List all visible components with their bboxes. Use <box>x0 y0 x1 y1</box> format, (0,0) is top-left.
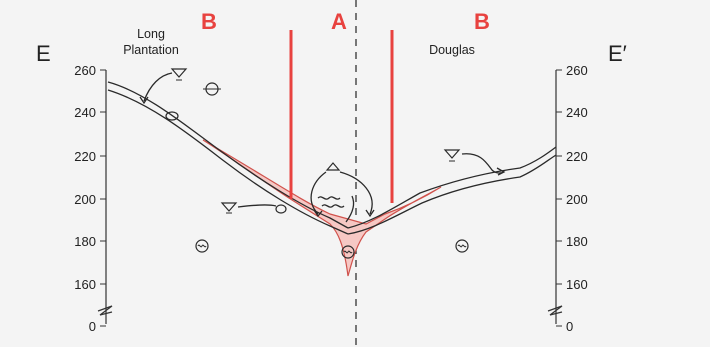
ground-surface-right <box>348 147 556 228</box>
section-label-right: E′ <box>608 41 627 66</box>
well-symbol-icon <box>276 205 286 213</box>
zone-label-b-right: B <box>474 9 490 34</box>
aquifer-symbol-icon <box>196 240 208 252</box>
flow-line-icon <box>318 197 340 199</box>
left-tick-label: 180 <box>74 234 96 249</box>
flow-arrow-icon <box>238 205 276 207</box>
zone-label-b-left: B <box>201 9 217 34</box>
right-tick-label: 180 <box>566 234 588 249</box>
left-axis <box>98 70 112 326</box>
place-label-douglas: Douglas <box>429 43 475 57</box>
flow-arrow-icon <box>140 73 172 103</box>
flow-arrow-icon <box>346 196 354 222</box>
water-table-icon <box>445 150 459 161</box>
water-table-icon <box>172 69 186 80</box>
right-tick-label: 220 <box>566 149 588 164</box>
flow-arrow-icon <box>340 172 374 216</box>
right-tick-label: 240 <box>566 105 588 120</box>
aquifer-symbol-icon <box>456 240 468 252</box>
zone-label-a: A <box>331 9 347 34</box>
right-tick-label: 0 <box>566 319 573 334</box>
flow-line-icon <box>322 205 344 207</box>
water-table-icon <box>222 203 236 213</box>
water-table-icon <box>327 163 339 170</box>
left-tick-label: 260 <box>74 63 96 78</box>
valley-fill-deposit <box>203 140 441 276</box>
left-tick-label: 220 <box>74 149 96 164</box>
left-tick-label: 0 <box>89 319 96 334</box>
right-axis <box>548 70 562 326</box>
place-label-plantation: Plantation <box>123 43 179 57</box>
left-tick-label: 200 <box>74 192 96 207</box>
right-tick-label: 260 <box>566 63 588 78</box>
left-tick-label: 160 <box>74 277 96 292</box>
right-tick-label: 200 <box>566 192 588 207</box>
place-label-long: Long <box>137 27 165 41</box>
section-label-left: E <box>36 41 51 66</box>
well-symbol-icon <box>203 83 221 95</box>
left-tick-label: 240 <box>74 105 96 120</box>
right-tick-label: 160 <box>566 277 588 292</box>
